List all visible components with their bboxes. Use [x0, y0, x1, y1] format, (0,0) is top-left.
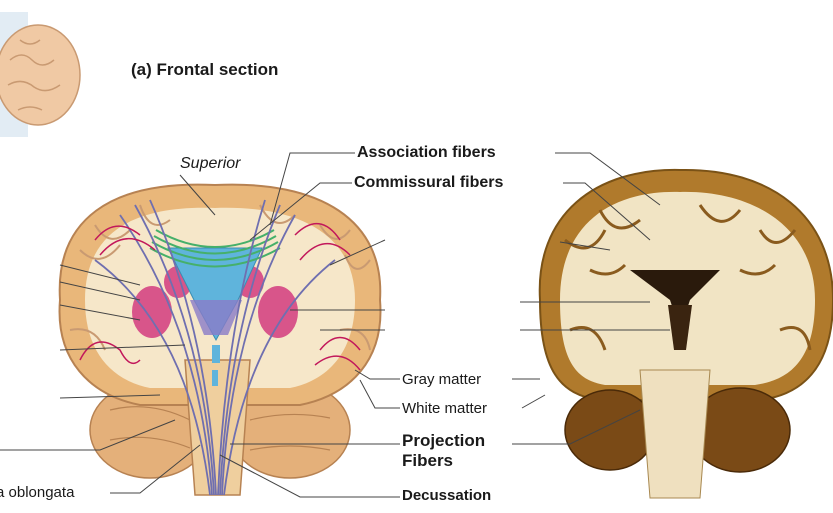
white-matter-label: White matter: [402, 400, 488, 417]
projection-label-line1: Projection: [402, 431, 486, 450]
orientation-brain-icon: [0, 12, 81, 137]
frontal-section-illustration: [58, 183, 382, 496]
decussation-label: Decussation: [402, 487, 492, 504]
projection-label-line2: Fibers: [402, 451, 454, 470]
gray-matter-label: Gray matter: [402, 371, 482, 388]
basal-nuclei-left: [132, 286, 172, 338]
leader-lines: [0, 152, 670, 498]
commissural-fibers-label: Commissural fibers: [354, 174, 504, 191]
superior-label: Superior: [180, 155, 241, 172]
frontal-section-photo: [538, 168, 833, 499]
association-fibers: [79, 223, 361, 371]
medulla-label: a oblongata: [0, 484, 75, 501]
basal-nuclei-right: [258, 286, 298, 338]
association-fibers-label: Association fibers: [357, 144, 496, 161]
figure-title: (a) Frontal section: [131, 60, 279, 79]
